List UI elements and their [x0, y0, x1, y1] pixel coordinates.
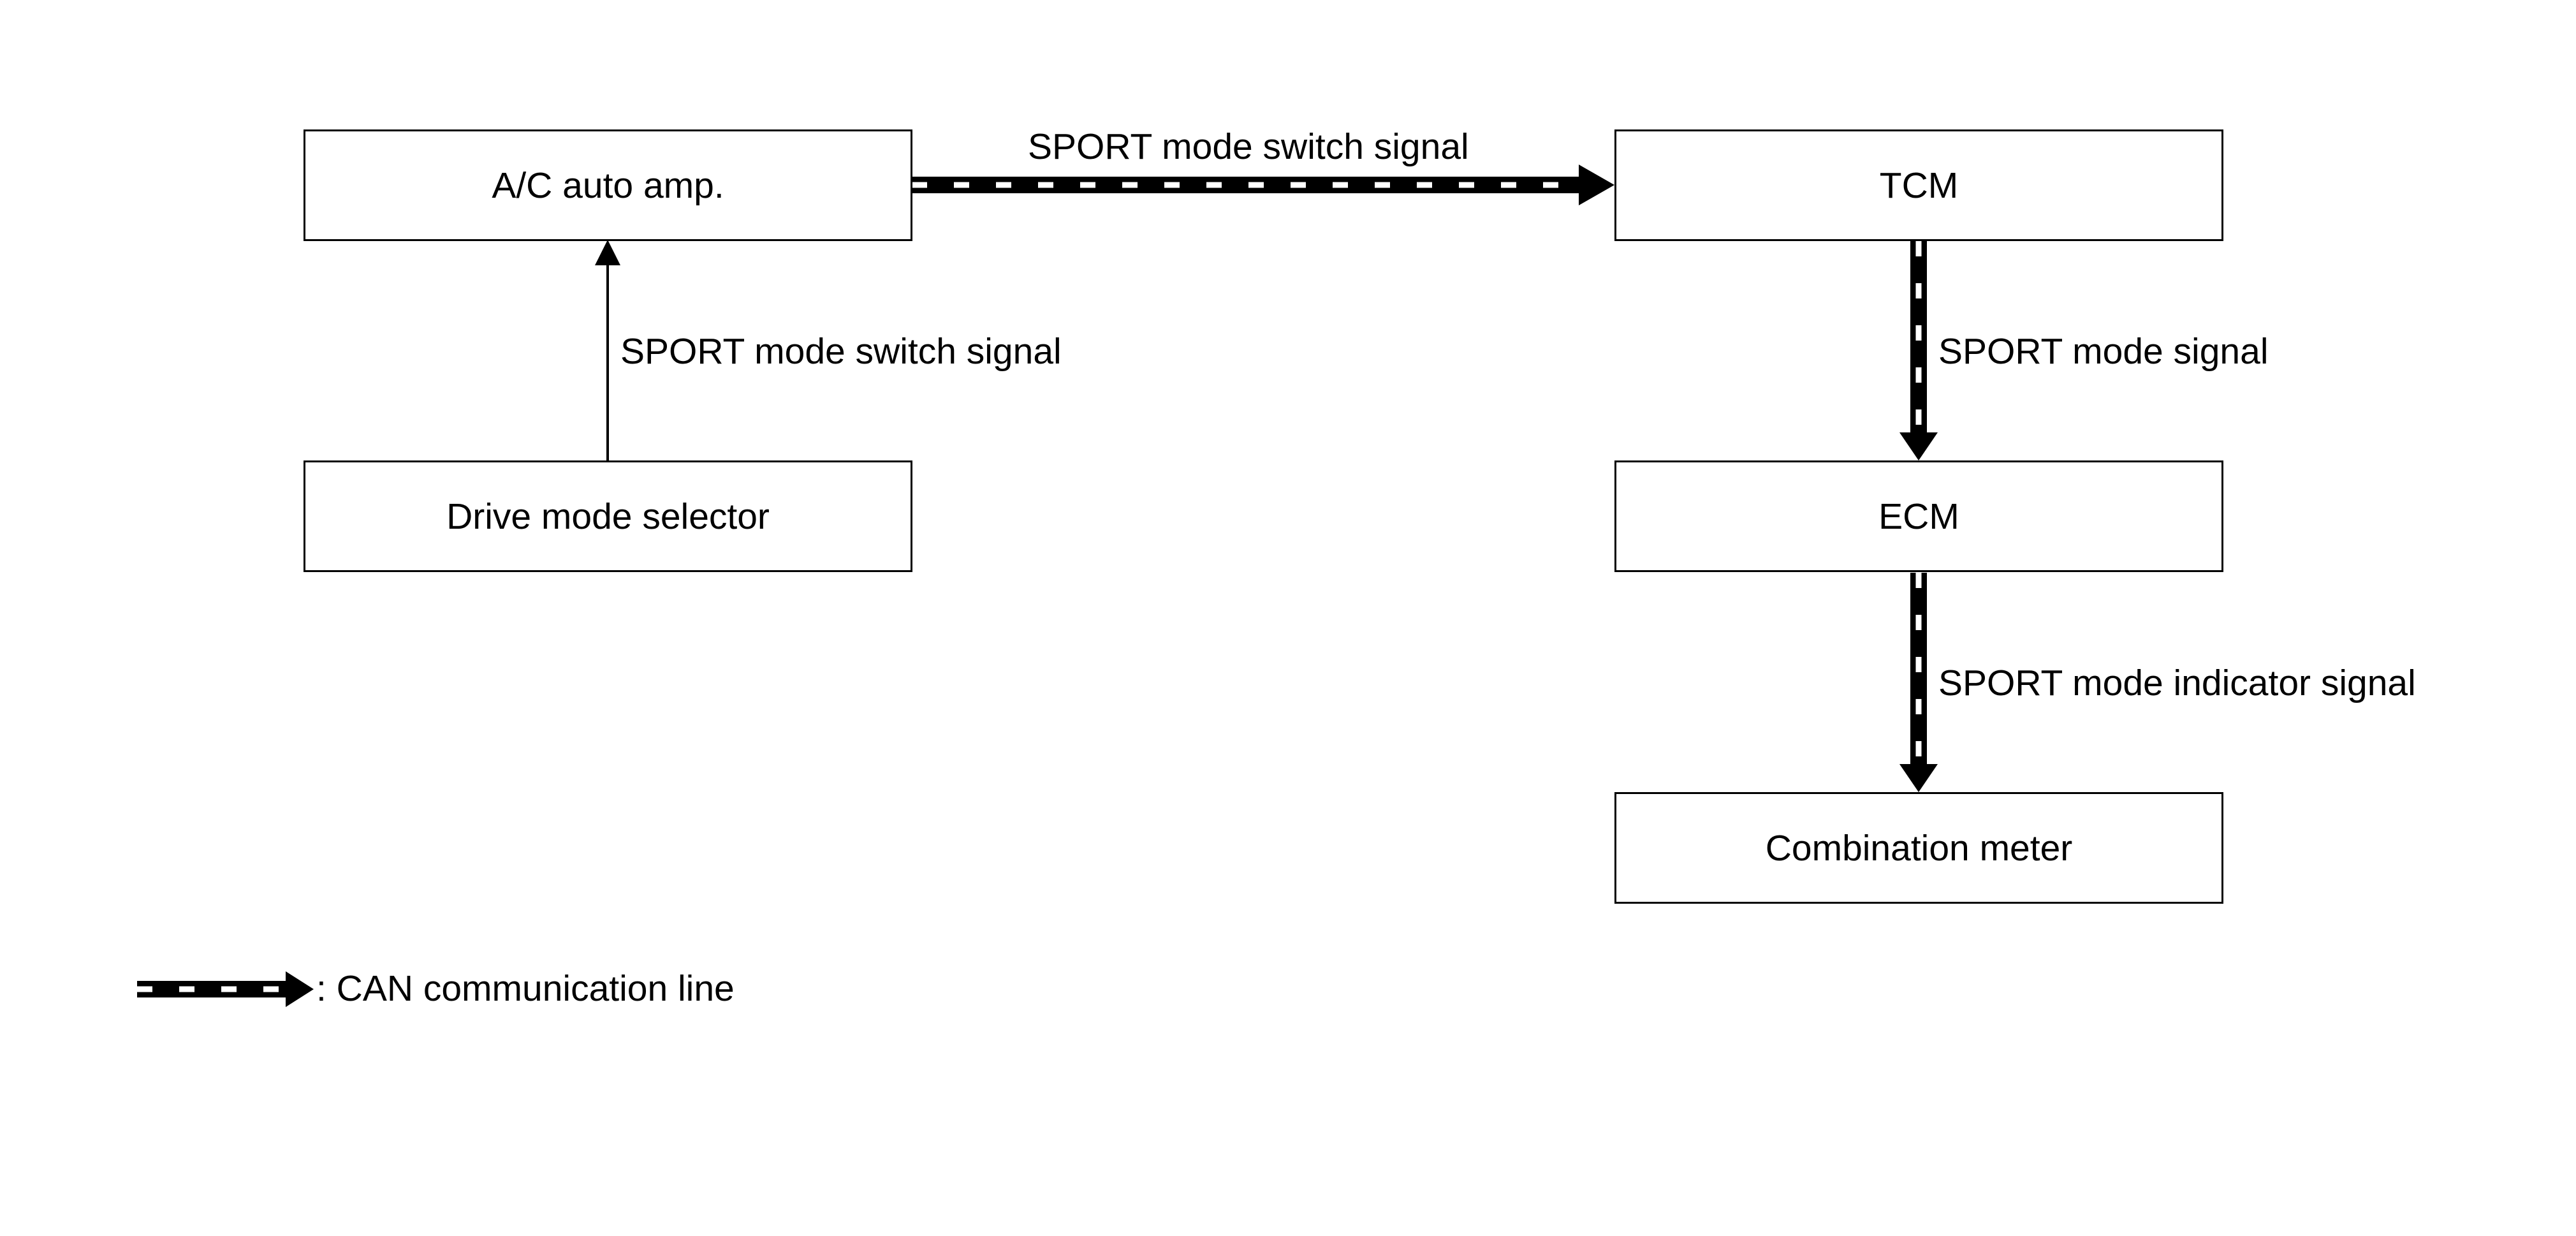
edge-label-ecm-to-meter: SPORT mode indicator signal	[1938, 663, 2416, 703]
can-arrow-tcm-to-ecm	[1899, 241, 1938, 460]
can-arrow-amp-to-tcm	[912, 165, 1614, 205]
node-label: TCM	[1879, 165, 1959, 206]
legend-label: : CAN communication line	[316, 968, 735, 1009]
can-arrow-ecm-to-meter	[1899, 573, 1938, 792]
node-label: ECM	[1878, 496, 1959, 537]
node-ecm: ECM	[1614, 460, 2223, 572]
node-ac-auto-amp: A/C auto amp.	[304, 129, 912, 241]
node-combination-meter: Combination meter	[1614, 792, 2223, 904]
edge-label-tcm-to-ecm: SPORT mode signal	[1938, 331, 2269, 372]
node-label: A/C auto amp.	[492, 165, 724, 206]
legend-can-arrow	[137, 971, 314, 1007]
plain-signal-arrow	[595, 240, 620, 460]
node-label: Combination meter	[1765, 827, 2073, 869]
edge-label-selector-to-amp: SPORT mode switch signal	[620, 331, 1062, 372]
node-tcm: TCM	[1614, 129, 2223, 241]
edge-label-amp-to-tcm: SPORT mode switch signal	[1028, 126, 1469, 167]
node-label: Drive mode selector	[446, 496, 770, 537]
node-drive-mode-selector: Drive mode selector	[304, 460, 912, 572]
